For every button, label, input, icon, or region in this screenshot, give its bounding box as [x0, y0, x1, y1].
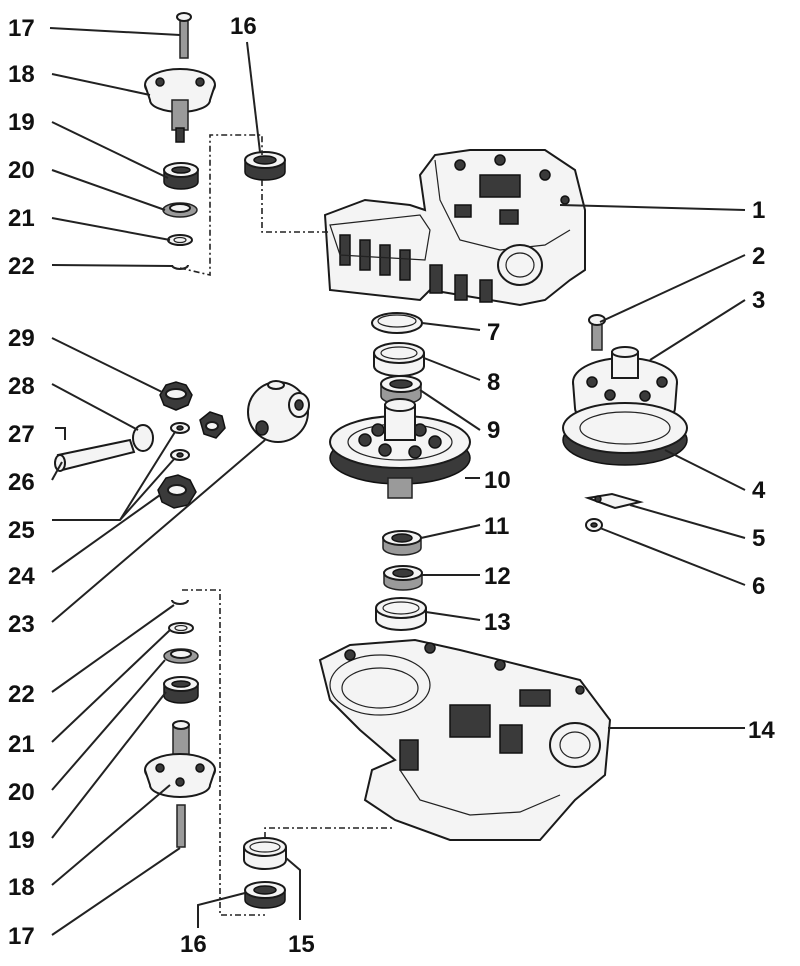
upper-housing-part [323, 149, 586, 307]
callout-8: 8 [487, 369, 500, 396]
callout-21-bottom: 21 [8, 731, 35, 758]
callout-12: 12 [484, 563, 511, 590]
callout-29: 29 [8, 325, 35, 352]
washer-25-lower-part [170, 449, 190, 461]
callout-15: 15 [288, 931, 315, 958]
callout-25: 25 [8, 517, 35, 544]
bearing-12-part [383, 565, 423, 591]
washer-21-bottom-part [168, 622, 194, 634]
seal-16-top-part [244, 151, 286, 181]
pin-27-part [55, 427, 66, 440]
callout-14: 14 [748, 717, 775, 744]
callout-22-bottom: 22 [8, 681, 35, 708]
bearing-9-part [380, 375, 422, 405]
callout-26: 26 [8, 469, 35, 496]
lower-housing-part [318, 638, 612, 841]
callout-21-top: 21 [8, 205, 35, 232]
callout-labels: 17 18 19 20 21 22 16 1 2 3 4 5 6 14 7 8 … [8, 13, 775, 958]
seal-19-bottom-part [163, 676, 199, 704]
bolt-17-top-part [176, 12, 192, 59]
callout-9: 9 [487, 417, 500, 444]
pinion-29-part [159, 381, 193, 411]
washer-21-top-part [167, 234, 193, 246]
callout-17-bottom: 17 [8, 923, 35, 950]
crown-gear-4-part [562, 402, 688, 466]
side-gear-small-part [199, 411, 226, 439]
callout-19-bottom: 19 [8, 827, 35, 854]
circlip-22-bottom-part [171, 599, 189, 605]
callout-1: 1 [752, 197, 765, 224]
callout-13: 13 [484, 609, 511, 636]
washer-25-upper-part [170, 422, 190, 434]
callout-23: 23 [8, 611, 35, 638]
callout-6: 6 [752, 573, 765, 600]
callout-17-top: 17 [8, 15, 35, 42]
flange-18-bottom-part [144, 720, 216, 798]
thrust-washer-28-part [132, 424, 154, 452]
callout-16-top: 16 [230, 13, 257, 40]
callout-10: 10 [484, 467, 511, 494]
seal-19-top-part [163, 162, 199, 190]
callout-24: 24 [8, 563, 35, 590]
ring-7-part [371, 312, 423, 334]
seal-16-bottom-part [244, 881, 286, 909]
bearing-11-part [382, 530, 422, 556]
nut-6-part [585, 518, 603, 532]
callout-18-bottom: 18 [8, 874, 35, 901]
ring-gear-10-part [329, 398, 471, 499]
bearing-race-13-part [375, 597, 427, 631]
callout-27: 27 [8, 421, 35, 448]
leader-lines [49, 27, 746, 936]
callout-20-bottom: 20 [8, 779, 35, 806]
flange-18-top-part [144, 68, 216, 143]
callout-7: 7 [487, 319, 500, 346]
callout-20-top: 20 [8, 157, 35, 184]
callout-19-top: 19 [8, 109, 35, 136]
differential-cage-23-part [247, 380, 310, 443]
callout-16-bottom: 16 [180, 931, 207, 958]
callout-28: 28 [8, 373, 35, 400]
callout-5: 5 [752, 525, 765, 552]
bearing-race-8-part [373, 342, 425, 377]
plate-5-part [584, 492, 644, 510]
circlip-22-top-part [171, 264, 189, 270]
side-gear-24-part [157, 474, 197, 509]
seal-15-part [243, 837, 287, 870]
assembly-lines [179, 134, 395, 916]
callout-2: 2 [752, 243, 765, 270]
bolt-17-bottom-part [176, 804, 186, 848]
callout-4: 4 [752, 477, 766, 504]
callout-22-top: 22 [8, 253, 35, 280]
ring-20-bottom-part [163, 648, 199, 664]
shaft-26-part [54, 438, 136, 472]
callout-11: 11 [484, 513, 509, 540]
ring-20-top-part [162, 202, 198, 218]
callout-3: 3 [752, 287, 765, 314]
callout-18-top: 18 [8, 61, 35, 88]
